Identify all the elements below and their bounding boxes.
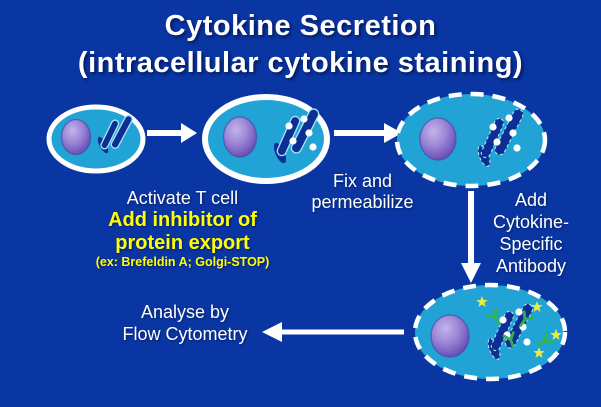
activate-step-label-block: Activate T cell Add inhibitor of protein… [70, 187, 295, 270]
arrow-right-icon [147, 123, 197, 143]
golgi-organelles [477, 108, 524, 167]
activated-t-cell-icon [202, 94, 330, 184]
fluorophore-star-icon [476, 296, 488, 307]
antibody-label-line3: Specific [499, 234, 563, 254]
activate-t-cell-label: Activate T cell [126, 188, 239, 208]
cell-nucleus [60, 118, 92, 156]
slide-title-line2: (intracellular cytokine staining) [77, 47, 524, 79]
resting-t-cell-icon [46, 104, 146, 174]
antibody-stained-cell-icon [412, 282, 568, 382]
slide-title: Cytokine Secretion (intracellular cytoki… [0, 8, 601, 82]
fix-permeabilize-label: Fix and permeabilize [300, 171, 425, 213]
antibody-y-icon [502, 331, 515, 348]
permeabilized-cell-icon [394, 91, 548, 189]
fix-label-line1: Fix and [332, 171, 393, 191]
analyse-label-line2: Flow Cytometry [122, 324, 248, 344]
fluorophore-star-icon [550, 329, 562, 340]
antibody-y-icon [486, 308, 501, 325]
add-antibody-label: Add Cytokine- Specific Antibody [482, 189, 580, 277]
antibody-y-icon [537, 332, 554, 347]
arrow-down-icon [461, 191, 481, 283]
antibody-label-line1: Add [514, 190, 548, 210]
cytokine-dots [285, 115, 317, 151]
slide-title-line1: Cytokine Secretion [164, 10, 437, 42]
cytokine-dots [499, 308, 531, 346]
arrow-right-icon [334, 123, 402, 143]
antibody-label-line2: Cytokine- [492, 212, 570, 232]
antibody-label-line4: Antibody [495, 256, 567, 276]
antibody-y-icon [519, 310, 534, 327]
analyse-label-line1: Analyse by [140, 302, 230, 322]
cytokine-dots [489, 114, 521, 152]
cell-nucleus [222, 116, 258, 158]
fluorescent-antibodies [476, 296, 562, 358]
inhibitor-example-note: (ex: Brefeldin A; Golgi-STOP) [95, 255, 270, 269]
arrow-left-icon [262, 322, 404, 342]
golgi-organelles [97, 114, 133, 154]
cell-nucleus [419, 117, 457, 161]
fix-label-line2: permeabilize [311, 192, 414, 212]
fluorophore-star-icon [531, 301, 543, 312]
golgi-organelles [273, 108, 320, 164]
add-inhibitor-label: Add inhibitor of [108, 209, 257, 231]
analyse-label: Analyse by Flow Cytometry [100, 301, 270, 345]
cell-nucleus [430, 314, 470, 358]
fluorophore-star-icon [533, 347, 545, 358]
protein-export-label: protein export [115, 232, 250, 254]
